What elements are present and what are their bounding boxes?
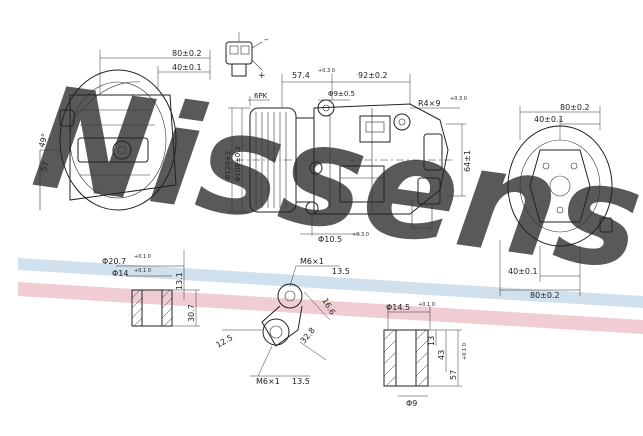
compressor-main-view [228,74,466,236]
dim-top-left-depth: 57 [39,160,50,172]
dim-flange-thread-bot-depth: 13.5 [292,377,310,386]
watermark-stripe-blue [18,258,643,308]
dim-port-right-h2: 43 [437,350,446,360]
dim-right-b-inner: 40±0.1 [508,267,538,276]
dim-flange-span: 32.8 [299,326,317,345]
port-section-left [116,250,200,327]
dim-main-body-dia: Φ120±2 [224,151,232,180]
dim-main-d1: 57.4 [292,71,310,80]
dim-main-side: 64±1 [463,150,472,172]
dim-main-d2: 92±0.2 [358,71,388,80]
dim-top-left-outer: 80±0.2 [172,49,202,58]
dim-top-left-inner: 40±0.1 [172,63,202,72]
dim-main-r-note: R4×9 [418,99,440,108]
dim-main-bottom-tol: +0.3 0 [352,232,369,238]
dim-flange-thread-top-depth: 13.5 [332,267,350,276]
dim-port-right-h3-tol: +0.1 0 [462,343,468,360]
port-section-right [383,306,462,397]
dim-port-right-bore: Φ14.5 [386,303,410,312]
dim-port-right-bottom: Φ9 [406,399,417,408]
compressor-side-left [39,50,211,211]
dim-port-left-outer-tol: +0.1 0 [134,254,151,260]
watermark-stripe-red [18,282,643,334]
dim-top-left-angle: 49° [37,132,49,148]
compressor-rear-right [499,106,613,296]
dim-flange-thread-bot: M6×1 [256,377,280,386]
dim-port-right-h3: 57 [449,370,458,380]
dim-port-left-inner-tol: +0.1 0 [134,268,151,274]
dim-main-hole-top: Φ9±0.5 [328,90,355,98]
dim-port-left-inner: Φ14 [112,269,128,278]
dim-right-outer: 80±0.2 [560,103,590,112]
dim-right-inner: 40±0.1 [534,115,564,124]
dim-main-bottom-hole: Φ10.5 [318,235,342,244]
dim-port-left-outer: Φ20.7 [102,257,126,266]
flange-part [222,265,340,377]
dim-right-b-outer: 80±0.2 [530,291,560,300]
dim-port-right-h1: 13 [427,336,436,346]
connector-plus: + [258,71,266,81]
dim-main-r-tol: +0.3 0 [450,96,467,102]
connector-minus: – [264,35,269,45]
dim-main-pulley-dia: Φ108±0.3 [234,146,242,182]
dim-flange-thread-top: M6×1 [300,257,324,266]
dim-port-right-bore-tol: +0.1 0 [418,302,435,308]
dim-main-d1-tol: +0.3 0 [318,68,335,74]
dim-main-belt: 6PK [254,92,268,100]
dim-port-left-h2: 30.7 [187,304,196,322]
dim-flange-radius: 12.5 [215,333,235,350]
dim-port-left-h1: 13.1 [175,272,184,290]
electrical-connector [225,32,263,77]
